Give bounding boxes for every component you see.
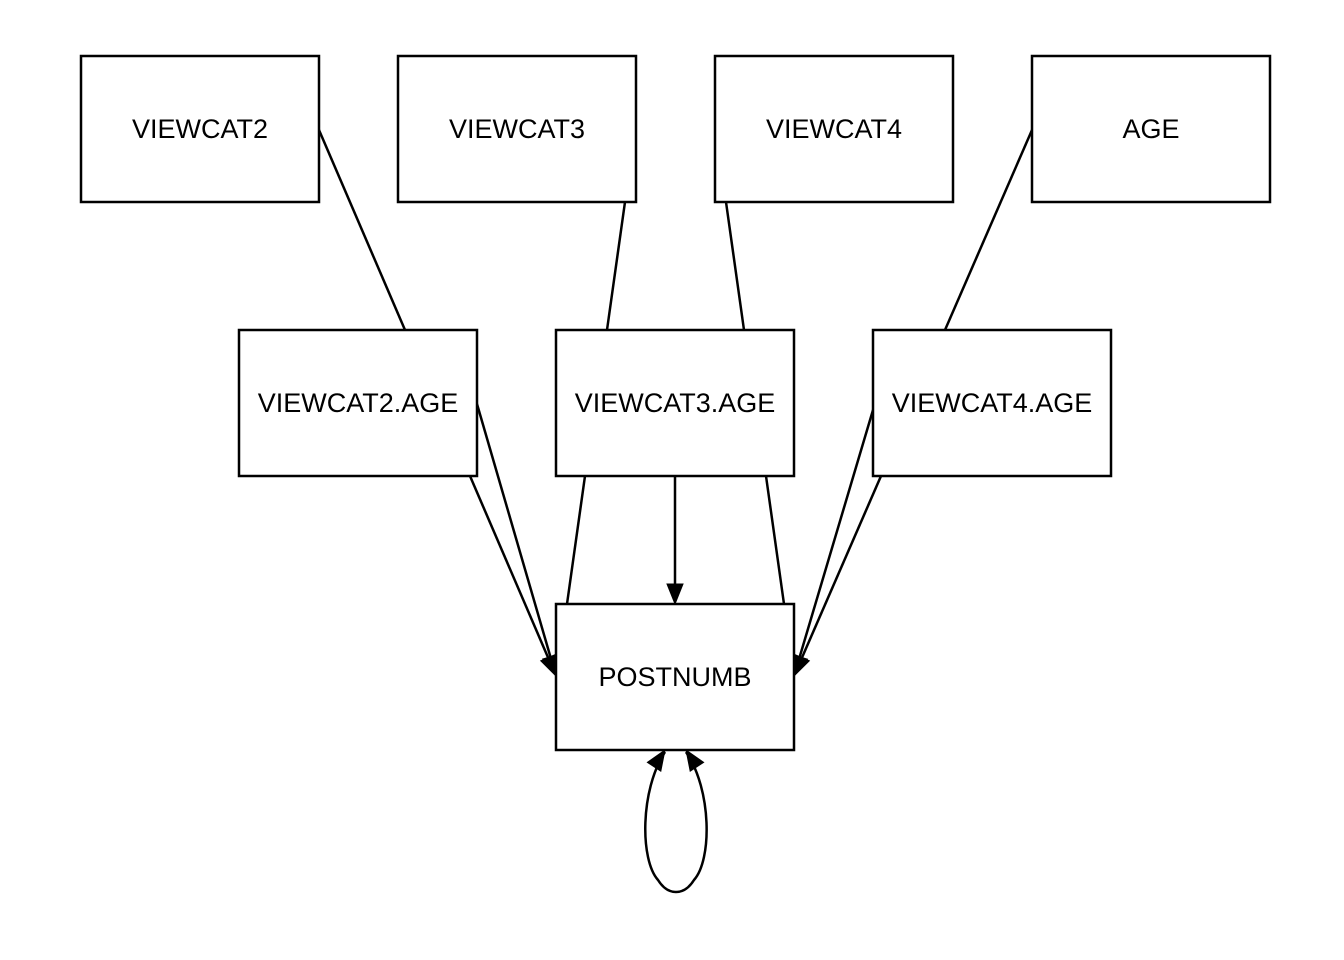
node-postnumb-label: POSTNUMB [598, 662, 751, 692]
node-viewcat4-age[interactable]: VIEWCAT4.AGE [871, 328, 1113, 478]
node-viewcat3-age-label-bg [558, 384, 792, 422]
edge-viewcat4-age-to-postnumb-10 [797, 409, 875, 660]
node-viewcat2-box [79, 54, 321, 204]
node-postnumb-box [554, 602, 796, 752]
edge-viewcat3-age-to-postnumb-8 [764, 475, 786, 605]
node-viewcat3-age-label: VIEWCAT3.AGE [575, 388, 776, 418]
arrowhead-self-loop-right [685, 748, 705, 772]
node-viewcat3-age[interactable]: VIEWCAT3.AGE [554, 328, 796, 478]
node-age-label: AGE [1122, 114, 1179, 144]
edge-age-to-viewcat4-age-3 [943, 129, 1034, 331]
edge-viewcat3-age-to-postnumb-6 [565, 475, 587, 605]
edge-viewcat2-to-viewcat2-age-0 [317, 129, 407, 331]
edge-viewcat3-to-viewcat3-age-1 [605, 201, 627, 331]
node-viewcat2[interactable]: VIEWCAT2 [79, 54, 321, 204]
node-postnumb[interactable]: POSTNUMB [554, 602, 796, 752]
node-viewcat3[interactable]: VIEWCAT3 [396, 54, 638, 204]
nodes-layer: VIEWCAT2 VIEWCAT3 VIEWCAT4 AGE VIEWCAT2.… [79, 54, 1272, 752]
node-viewcat4-age-label: VIEWCAT4.AGE [892, 388, 1093, 418]
node-viewcat3-box [396, 54, 638, 204]
node-viewcat2-age-label-bg [241, 384, 475, 422]
node-viewcat4-box [713, 54, 955, 204]
node-viewcat4-label: VIEWCAT4 [766, 114, 902, 144]
arrowhead-7 [666, 583, 684, 606]
node-age[interactable]: AGE [1030, 54, 1272, 204]
node-viewcat2-age[interactable]: VIEWCAT2.AGE [237, 328, 479, 478]
node-viewcat4[interactable]: VIEWCAT4 [713, 54, 955, 204]
edge-viewcat4-age-to-postnumb-9 [800, 475, 883, 660]
edges-layer [317, 129, 1034, 894]
node-viewcat2-age-label: VIEWCAT2.AGE [258, 388, 459, 418]
edge-viewcat2-age-to-postnumb-4 [468, 475, 551, 660]
edge-viewcat2-age-to-postnumb-5 [475, 403, 553, 660]
edge-postnumb-self-loop [644, 751, 708, 894]
arrowhead-self-loop-left [646, 748, 666, 772]
edge-viewcat4-to-viewcat3-age-2 [724, 201, 746, 331]
node-viewcat2-label: VIEWCAT2 [132, 114, 268, 144]
node-age-box [1030, 54, 1272, 204]
node-viewcat4-age-label-bg [875, 384, 1109, 422]
node-viewcat3-label: VIEWCAT3 [449, 114, 585, 144]
